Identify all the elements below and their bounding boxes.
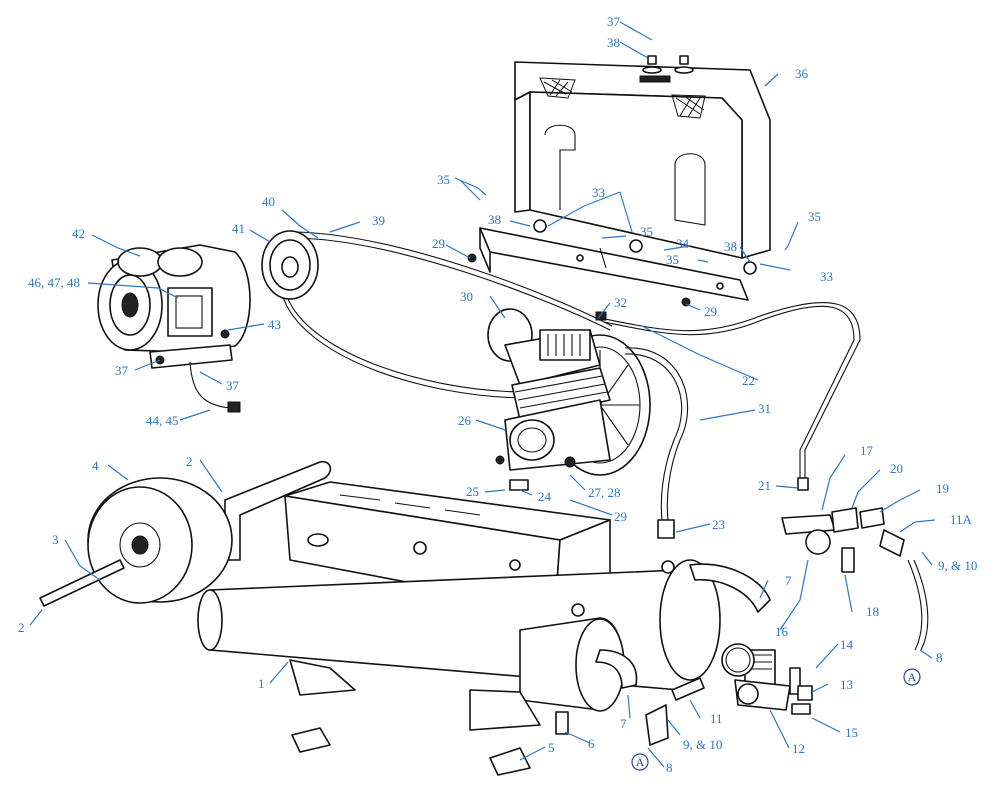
callout-38a: 38 xyxy=(607,35,620,50)
callout-19: 19 xyxy=(936,481,949,496)
callout-29b: 29 xyxy=(704,304,717,319)
manifold-assembly xyxy=(781,477,929,651)
callout-30: 30 xyxy=(460,289,473,304)
coupler xyxy=(555,667,813,746)
callout-37a: 37 xyxy=(607,14,621,29)
callout-35c2: 35 xyxy=(666,252,679,267)
callout-13: 13 xyxy=(840,677,853,692)
callout-43: 43 xyxy=(268,317,281,332)
callout-23: 23 xyxy=(712,517,725,532)
callout-38b: 38 xyxy=(488,212,501,227)
callout-15: 15 xyxy=(845,725,858,740)
callout-40: 40 xyxy=(262,194,275,209)
flex-hose xyxy=(624,347,689,539)
air-tank xyxy=(197,559,721,731)
callout-17: 17 xyxy=(860,443,874,458)
callout-35c: 35 xyxy=(640,224,653,239)
callout-39: 39 xyxy=(372,213,385,228)
callout-8b: 8 xyxy=(936,650,943,665)
callout-36: 36 xyxy=(795,66,809,81)
callout-33a: 33 xyxy=(592,185,605,200)
callout-37c: 37 xyxy=(226,378,240,393)
connector-a-1: A xyxy=(631,753,649,771)
callout-4: 4 xyxy=(92,458,99,473)
callout-37b: 37 xyxy=(115,363,129,378)
callout-5: 5 xyxy=(548,740,555,755)
belt-guard xyxy=(514,55,771,259)
callout-35b: 35 xyxy=(808,209,821,224)
callout-29c: 29 xyxy=(614,509,627,524)
callout-7b: 7 xyxy=(620,716,627,731)
callout-8a: 8 xyxy=(666,760,673,775)
callout-2b: 2 xyxy=(18,620,25,635)
rubber-feet xyxy=(291,727,531,776)
callout-9-10b: 9, & 10 xyxy=(938,558,977,573)
callout-14: 14 xyxy=(840,637,854,652)
callout-9-10a: 9, & 10 xyxy=(683,737,722,752)
callout-33b: 33 xyxy=(820,269,833,284)
regulator xyxy=(721,643,791,711)
callout-42: 42 xyxy=(72,226,85,241)
wheel xyxy=(39,477,233,607)
callout-1: 1 xyxy=(258,676,265,691)
callout-11: 11 xyxy=(710,711,723,726)
callout-25: 25 xyxy=(466,484,479,499)
callout-16: 16 xyxy=(775,624,789,639)
belt xyxy=(281,231,613,399)
electric-motor xyxy=(97,244,251,413)
svg-text:A: A xyxy=(908,670,917,684)
connector-a-2: A xyxy=(903,668,921,686)
callout-34: 34 xyxy=(676,236,690,251)
callout-21: 21 xyxy=(758,478,771,493)
guard-bracket xyxy=(467,219,757,307)
leader-lines xyxy=(29,21,936,768)
discharge-tube xyxy=(599,301,861,485)
callout-2a: 2 xyxy=(186,454,193,469)
callout-24: 24 xyxy=(538,489,552,504)
callout-26: 26 xyxy=(458,413,472,428)
callout-46-47-48: 46, 47, 48 xyxy=(28,275,80,290)
callout-29a: 29 xyxy=(432,236,445,251)
callout-31: 31 xyxy=(758,401,771,416)
callout-32: 32 xyxy=(614,295,627,310)
handle xyxy=(224,460,332,561)
callout-18: 18 xyxy=(866,604,879,619)
callout-labels: 37 38 36 35 33 35 38 35 34 38 29 35 33 2… xyxy=(18,14,977,775)
callout-12: 12 xyxy=(792,741,805,756)
callout-7a: 7 xyxy=(785,573,792,588)
callout-41: 41 xyxy=(232,221,245,236)
rear-handle xyxy=(595,563,771,689)
callout-38c: 38 xyxy=(724,239,737,254)
callout-35a: 35 xyxy=(437,172,450,187)
svg-text:A: A xyxy=(636,755,645,769)
motor-pulley xyxy=(261,230,319,300)
callout-3: 3 xyxy=(52,532,59,547)
callout-22: 22 xyxy=(742,373,755,388)
callout-11a: 11A xyxy=(950,512,973,527)
callout-20: 20 xyxy=(890,461,903,476)
compressor-pump xyxy=(487,308,651,491)
callout-27-28: 27, 28 xyxy=(588,485,621,500)
callout-44-45: 44, 45 xyxy=(146,413,179,428)
callout-6: 6 xyxy=(588,736,595,751)
